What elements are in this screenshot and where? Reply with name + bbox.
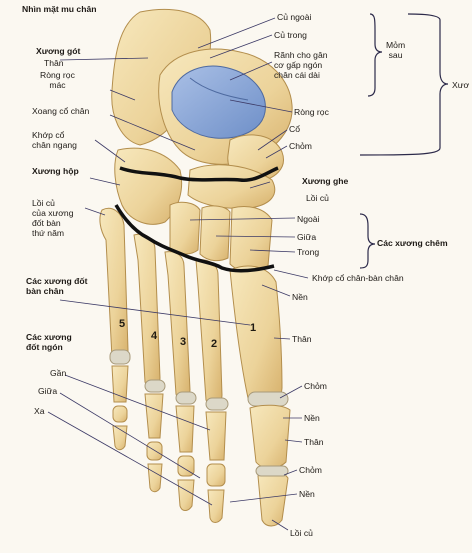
metatarsal-number-5: 5 xyxy=(119,318,125,330)
label-chom-3: Chỏm xyxy=(299,465,322,475)
intermediate-cuneiform xyxy=(200,206,230,261)
label-cu-ngoai: Củ ngoài xyxy=(277,12,311,22)
hallux-proximal-phalanx xyxy=(250,405,290,468)
toe2-distal-phalanx xyxy=(208,490,224,523)
label-than-left: Thân xyxy=(44,58,64,68)
metatarsal-number-4: 4 xyxy=(151,330,157,342)
label-giua-left: Giữa xyxy=(38,386,57,396)
label-xuong-ghe: Xương ghe xyxy=(302,176,348,186)
metatarsal-3 xyxy=(165,252,190,399)
medial-cuneiform xyxy=(230,207,272,272)
toe4-distal-phalanx xyxy=(148,464,162,492)
toe5-middle-phalanx xyxy=(113,406,127,422)
label-chom-sen: Chỏm xyxy=(289,141,312,151)
label-mom-sau: Mỏm sau xyxy=(386,40,405,60)
toe3-distal-phalanx xyxy=(178,480,194,511)
hallux-joint-cap xyxy=(256,466,288,476)
metatarsal-number-3: 3 xyxy=(180,336,186,348)
label-co: Cổ xyxy=(289,124,300,134)
lateral-cuneiform xyxy=(170,202,200,254)
toe2-proximal-phalanx xyxy=(206,412,226,460)
label-cac-xuong-dot-ban-chan: Các xương đốt bàn chân xyxy=(26,276,88,296)
label-cu-trong: Củ trong xyxy=(274,30,307,40)
toe4-middle-phalanx xyxy=(147,442,162,460)
metatarsal-2 xyxy=(196,260,222,405)
label-chom-2: Chỏm xyxy=(304,381,327,391)
mt2-head xyxy=(206,398,228,410)
label-xuong-hop: Xương hộp xyxy=(32,166,79,176)
mt1-head xyxy=(248,392,288,406)
label-xuong-partial: Xươ xyxy=(452,80,469,90)
label-xoang-co-chan: Xoang cổ chân xyxy=(32,106,89,116)
label-than-right: Thân xyxy=(292,334,312,344)
label-rong-roc: Ròng rọc xyxy=(294,107,329,117)
label-gan: Gần xyxy=(50,368,66,378)
label-loi-cu: Lồi củ xyxy=(306,193,329,203)
view-title: Nhìn mặt mu chân xyxy=(22,4,97,14)
label-cac-xuong-dot-ngon: Các xương đốt ngón xyxy=(26,332,72,352)
label-ngoai: Ngoài xyxy=(297,214,319,224)
label-nen-1: Nền xyxy=(292,292,308,302)
label-trong: Trong xyxy=(297,247,319,257)
label-loi-cu-bottom: Lồi củ xyxy=(290,528,313,538)
label-nen-2: Nền xyxy=(304,413,320,423)
metatarsal-5 xyxy=(100,208,128,360)
mt4-head xyxy=(145,380,165,392)
label-ranh-gan-co-gap: Rãnh cho gân cơ gấp ngón chân cái dài xyxy=(274,50,328,80)
mt3-head xyxy=(176,392,196,404)
metatarsal-number-2: 2 xyxy=(211,338,217,350)
mt5-head xyxy=(110,350,130,364)
toe2-middle-phalanx xyxy=(207,464,225,486)
label-rong-roc-mac: Ròng rọc mác xyxy=(40,70,75,90)
label-xa: Xa xyxy=(34,406,45,416)
metatarsal-number-1: 1 xyxy=(250,322,256,334)
label-cac-xuong-chem: Các xương chêm xyxy=(377,238,448,248)
label-khop-co-chan-ban-chan: Khớp cổ chân-bàn chân xyxy=(312,273,404,283)
label-nen-3: Nền xyxy=(299,489,315,499)
toe5-proximal-phalanx xyxy=(112,366,128,402)
label-than-2: Thân xyxy=(304,437,324,447)
label-giua-right: Giữa xyxy=(297,232,316,242)
hallux-distal-phalanx xyxy=(258,472,288,526)
label-khop-co-chan-ngang: Khớp cổ chân ngang xyxy=(32,130,77,150)
toe4-proximal-phalanx xyxy=(145,394,163,438)
label-loi-cu-dot-ban-5: Lồi củ của xương đốt bàn thứ năm xyxy=(32,198,74,238)
label-xuong-got: Xương gót xyxy=(36,46,80,56)
metatarsal-1 xyxy=(230,266,282,402)
toe3-proximal-phalanx xyxy=(176,406,194,452)
